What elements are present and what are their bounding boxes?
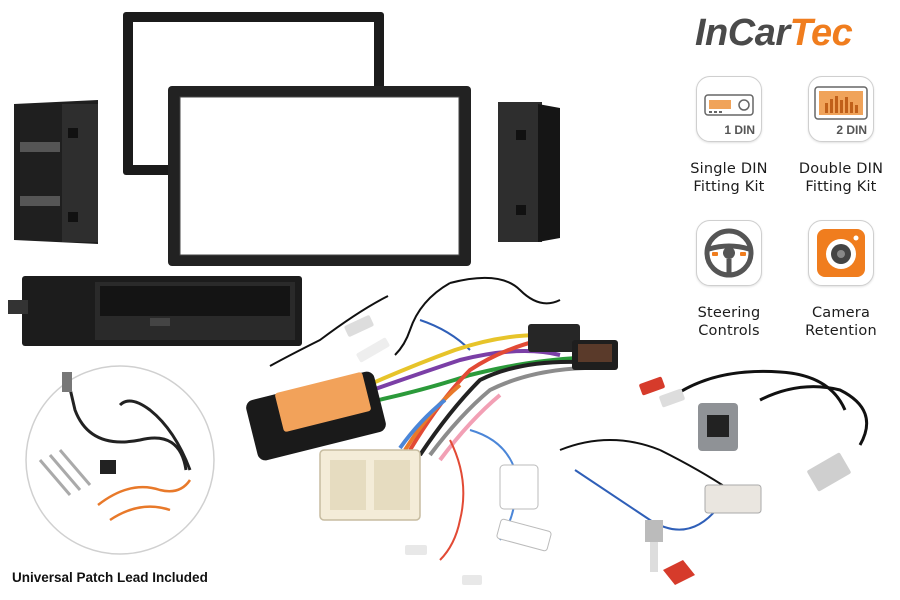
single-din-caption-line1: Single DIN <box>690 161 768 177</box>
antenna-adaptor <box>559 439 762 585</box>
steering-caption-line2: Controls <box>698 323 760 339</box>
camera-caption: Camera Retention <box>786 304 896 340</box>
brand-logo-part2: Tec <box>789 12 853 54</box>
double-din-screen-icon <box>814 86 868 120</box>
single-din-badge: 1 DIN <box>724 123 755 137</box>
iso-connector-1 <box>528 324 580 352</box>
double-din-caption-line1: Double DIN <box>798 161 884 177</box>
amplifier-remote-tag <box>499 464 539 510</box>
speed-pulse-tag <box>496 518 552 552</box>
vehicle-connector <box>319 449 421 521</box>
interface-box-label <box>275 372 371 432</box>
single-din-caption-line2: Fitting Kit <box>693 179 765 195</box>
double-din-caption-line2: Fitting Kit <box>805 179 877 195</box>
camera-caption-line2: Retention <box>805 323 877 339</box>
right-mounting-bracket <box>498 102 560 242</box>
single-din-caption: Single DIN Fitting Kit <box>674 160 784 196</box>
patch-lead-caption: Universal Patch Lead Included <box>12 570 208 585</box>
brand-logo: InCarTec <box>695 12 853 54</box>
double-din-tile: 2 DIN <box>808 76 874 142</box>
double-din-fascia-front <box>168 86 471 266</box>
steering-wheel-icon <box>704 228 754 278</box>
steering-caption: Steering Controls <box>674 304 784 340</box>
single-din-radio-icon <box>704 94 754 116</box>
camera-tile <box>808 220 874 286</box>
single-din-tile: 1 DIN <box>696 76 762 142</box>
patch-lead-circle <box>25 365 215 555</box>
camera-icon <box>817 229 865 277</box>
steering-tile <box>696 220 762 286</box>
double-din-caption: Double DIN Fitting Kit <box>786 160 896 196</box>
brand-logo-part1: InCar <box>695 12 790 54</box>
camera-caption-line1: Camera <box>811 305 871 321</box>
left-mounting-bracket <box>14 100 98 244</box>
steering-interface-harness <box>246 276 618 585</box>
steering-caption-line1: Steering <box>697 305 761 321</box>
double-din-badge: 2 DIN <box>836 123 867 137</box>
usb-retention-lead <box>639 369 869 492</box>
single-din-pocket <box>8 276 302 346</box>
